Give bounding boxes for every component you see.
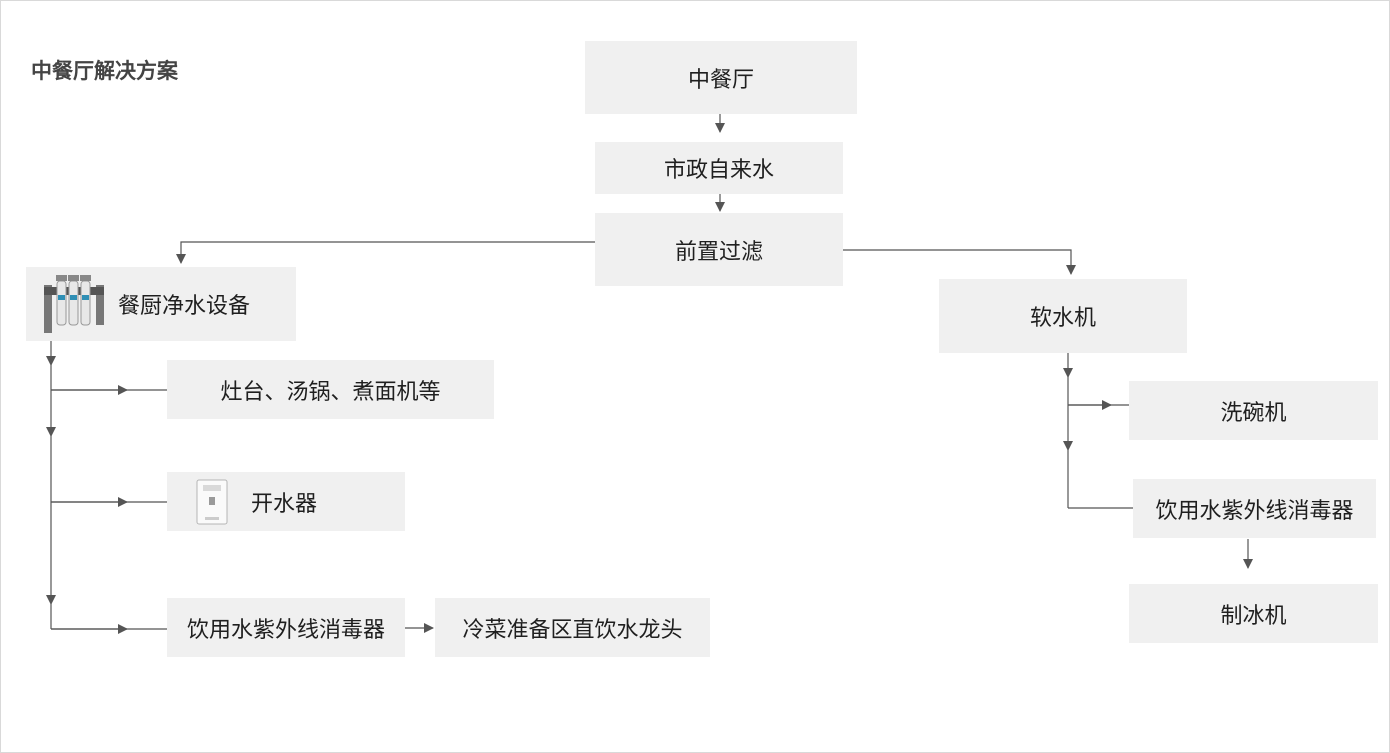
node-uv-right: 饮用水紫外线消毒器 — [1133, 479, 1376, 538]
node-uv-left: 饮用水紫外线消毒器 — [167, 598, 405, 657]
node-boiler: 开水器 — [167, 472, 405, 531]
node-municipal-water: 市政自来水 — [595, 142, 843, 194]
edge-prefilter-kitchen — [176, 241, 595, 264]
node-faucet: 冷菜准备区直饮水龙头 — [435, 598, 710, 657]
node-dishwasher: 洗碗机 — [1129, 381, 1378, 440]
diagram-title: 中餐厅解决方案 — [31, 59, 178, 83]
node-ice-maker: 制冰机 — [1129, 584, 1378, 643]
water-boiler-icon — [195, 479, 229, 525]
node-stove: 灶台、汤锅、煮面机等 — [167, 360, 494, 419]
node-restaurant: 中餐厅 — [585, 41, 857, 114]
node-kitchen-purifier: 餐厨净水设备 — [26, 267, 296, 341]
node-prefilter: 前置过滤 — [595, 213, 843, 286]
edge-prefilter-softener — [843, 249, 1076, 275]
node-softener: 软水机 — [939, 279, 1187, 353]
filter-cartridge-icon — [42, 271, 106, 337]
